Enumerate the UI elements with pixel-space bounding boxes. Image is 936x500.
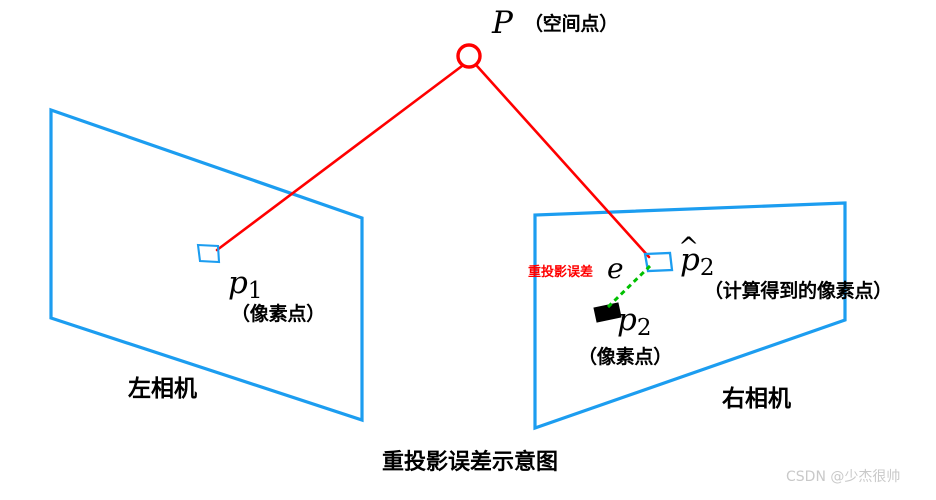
reprojected-pixel-point-marker-icon <box>643 251 674 273</box>
space-point-marker-icon <box>456 43 482 69</box>
observed-pixel-point-symbol: p2 <box>617 305 651 340</box>
observed-pixel-point-symbol-subscript: 2 <box>636 315 652 342</box>
reprojection-error-segment <box>606 264 652 309</box>
watermark: CSDN @少杰很帅 <box>786 469 901 485</box>
space-point-note: （空间点） <box>524 13 619 35</box>
reprojected-pixel-point-symbol: ^p2 <box>678 234 715 282</box>
right-camera-image-plane <box>533 201 847 431</box>
observed-pixel-point-symbol-base: p <box>617 302 637 338</box>
space-point-symbol: P <box>492 5 513 41</box>
reprojected-pixel-point-note: （计算得到的像素点） <box>704 280 893 302</box>
left-pixel-point-marker-icon <box>196 243 221 264</box>
reprojected-pixel-point-hat-group: ^p <box>678 234 700 278</box>
reprojected-pixel-point-symbol-base: p <box>680 242 700 278</box>
figure-caption: 重投影误差示意图 <box>382 450 559 475</box>
left-camera-image-plane <box>49 107 364 423</box>
left-pixel-point-symbol-subscript: 1 <box>247 278 263 305</box>
left-pixel-point-symbol: p1 <box>228 268 262 303</box>
error-symbol: e <box>607 252 624 285</box>
ray-to-right-image <box>475 64 651 259</box>
observed-pixel-point-note: （像素点） <box>578 346 673 368</box>
hat-accent-icon: ^ <box>678 232 700 262</box>
ray-to-left-image <box>215 64 464 252</box>
left-camera-label: 左相机 <box>128 376 197 402</box>
right-camera-label: 右相机 <box>722 386 791 412</box>
reprojected-pixel-point-symbol-subscript: 2 <box>699 255 715 282</box>
reprojection-error-label: 重投影误差 <box>528 265 594 280</box>
left-pixel-point-symbol-base: p <box>228 265 248 301</box>
left-pixel-point-note: （像素点） <box>231 303 326 325</box>
